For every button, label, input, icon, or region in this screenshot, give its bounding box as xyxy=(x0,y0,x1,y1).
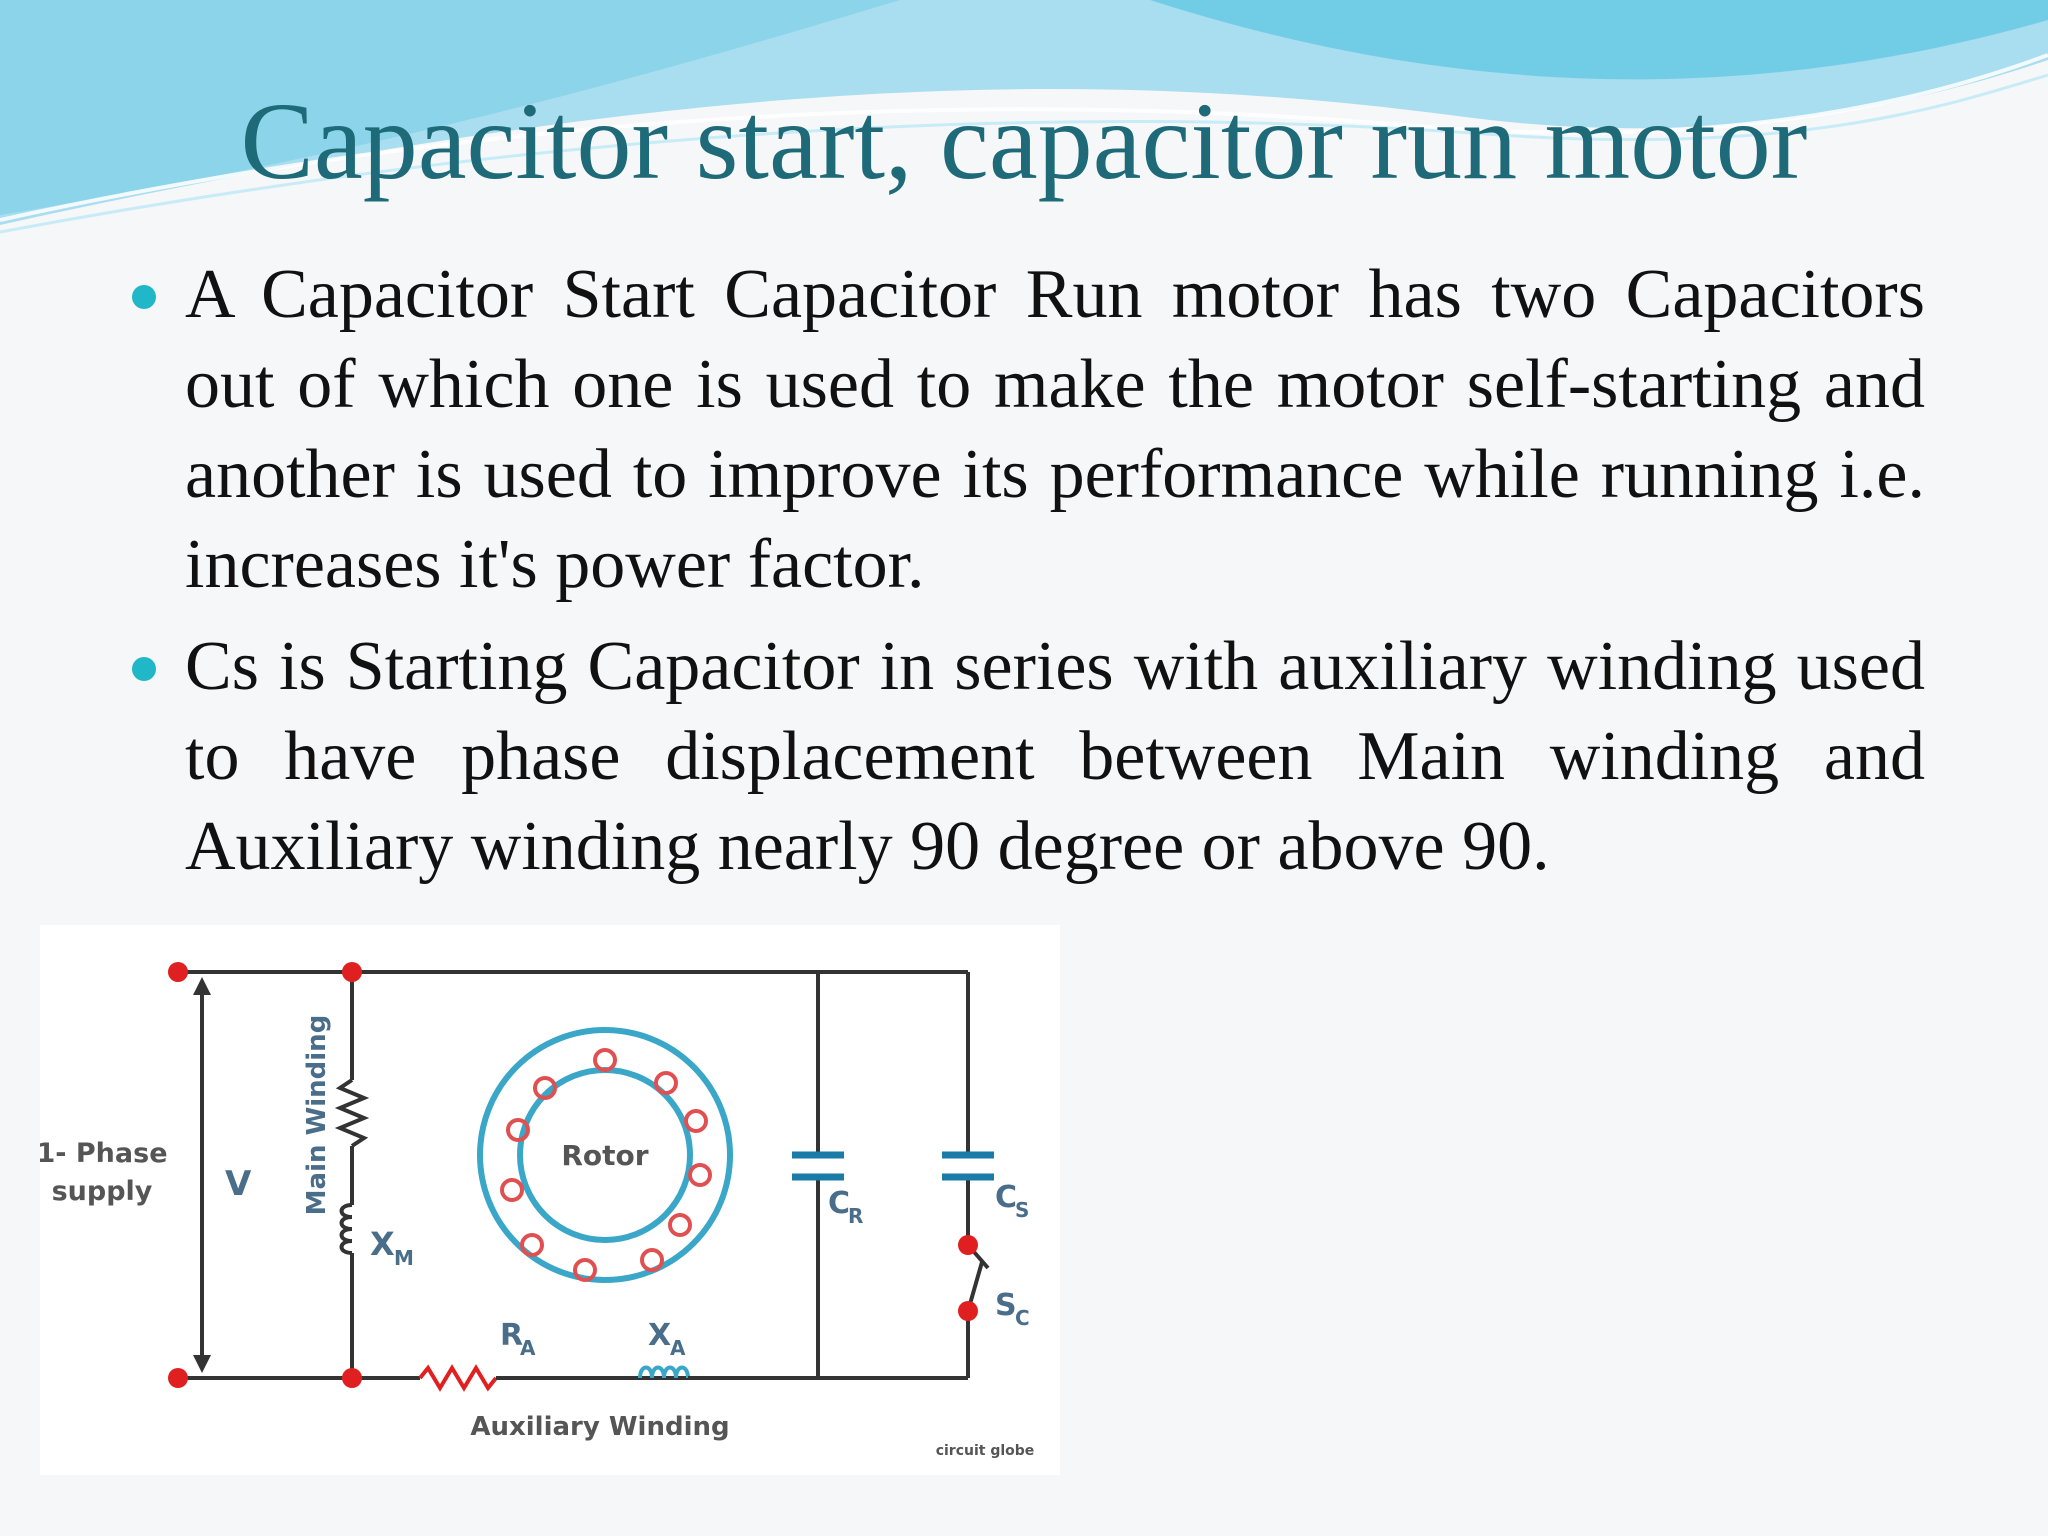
circuit-diagram: 1- Phase supply V Main Winding X M Rotor… xyxy=(40,925,1060,1475)
xa-subscript: A xyxy=(670,1336,686,1360)
supply-label-line1: 1- Phase xyxy=(40,1138,168,1169)
rotor-label: Rotor xyxy=(561,1139,648,1172)
bullet-item: Cs is Starting Capacitor in series with … xyxy=(130,622,1925,892)
xm-label: X xyxy=(370,1225,395,1263)
sc-label: S xyxy=(995,1288,1017,1323)
cs-label: C xyxy=(995,1180,1017,1215)
bullet-dot-icon xyxy=(132,285,156,309)
bullet-item: A Capacitor Start Capacitor Run motor ha… xyxy=(130,250,1925,610)
cs-subscript: S xyxy=(1015,1198,1029,1222)
xm-subscript: M xyxy=(394,1246,414,1270)
bullet-dot-icon xyxy=(132,657,156,681)
cr-label: C xyxy=(828,1186,850,1221)
main-winding-label: Main Winding xyxy=(302,1015,332,1216)
auxiliary-winding-label: Auxiliary Winding xyxy=(470,1412,729,1442)
bullet-text: A Capacitor Start Capacitor Run motor ha… xyxy=(185,256,1925,603)
sc-subscript: C xyxy=(1015,1306,1030,1330)
xa-label: X xyxy=(648,1318,671,1353)
ra-subscript: A xyxy=(520,1336,536,1360)
bullet-text: Cs is Starting Capacitor in series with … xyxy=(185,628,1925,885)
bullet-list: A Capacitor Start Capacitor Run motor ha… xyxy=(130,250,1925,904)
header-wave-decoration xyxy=(0,0,2048,234)
ra-label: R xyxy=(500,1318,523,1353)
slide-title: Capacitor start, capacitor run motor xyxy=(240,80,1808,202)
voltage-label: V xyxy=(225,1164,252,1204)
watermark-text: circuit globe xyxy=(936,1443,1035,1459)
supply-label-line2: supply xyxy=(52,1176,153,1207)
cr-subscript: R xyxy=(848,1204,863,1228)
